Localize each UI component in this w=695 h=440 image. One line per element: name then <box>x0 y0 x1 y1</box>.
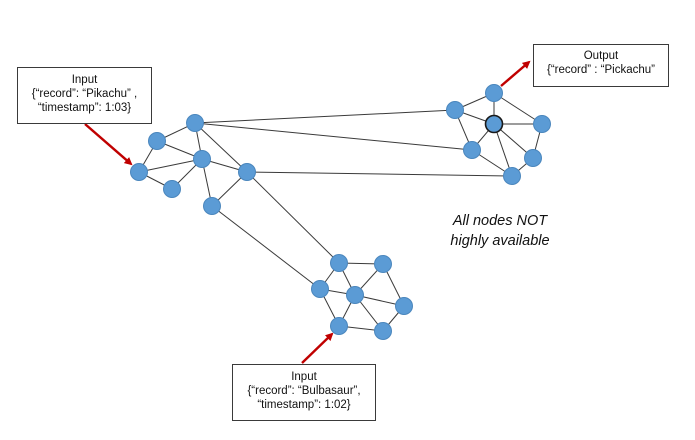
node <box>395 297 413 315</box>
input-timestamp-line: “timestamp”: 1:03} <box>37 102 132 114</box>
node <box>330 254 348 272</box>
availability-annotation: All nodes NOT highly available <box>420 211 580 251</box>
edge <box>194 109 456 124</box>
node-highlighted <box>484 114 504 134</box>
node <box>503 167 521 185</box>
input-box-bottom: Input {“record”: “Bulbasaur”, “timestamp… <box>232 364 376 421</box>
node <box>311 280 329 298</box>
input-arrow-bottom <box>301 332 334 364</box>
input-record-line: {“record”: “Pikachu” , <box>31 88 138 100</box>
output-title: Output <box>583 50 619 62</box>
edge <box>194 122 473 151</box>
node <box>374 255 392 273</box>
input-title: Input <box>71 74 98 86</box>
input-timestamp-line: “timestamp”: 1:02} <box>257 399 351 411</box>
node <box>203 197 221 215</box>
output-record-line: {“record” : “Pickachu” <box>546 64 655 76</box>
input-box-top: Input {“record”: “Pikachu” , “timestamp”… <box>17 67 152 124</box>
node <box>446 101 464 119</box>
nodes <box>130 84 551 340</box>
edge <box>246 171 340 264</box>
node <box>463 141 481 159</box>
node <box>524 149 542 167</box>
annotation-line-1: All nodes NOT <box>452 213 548 229</box>
input-arrow-top <box>84 123 133 166</box>
output-arrow <box>500 60 531 87</box>
output-box: Output {“record” : “Pickachu” <box>533 44 669 87</box>
node <box>485 84 503 102</box>
node <box>238 163 256 181</box>
edge <box>246 171 513 177</box>
node <box>193 150 211 168</box>
node <box>186 114 204 132</box>
node <box>163 180 181 198</box>
node <box>130 163 148 181</box>
input-record-line: {“record”: “Bulbasaur”, <box>247 385 361 397</box>
node <box>533 115 551 133</box>
node <box>374 322 392 340</box>
node <box>148 132 166 150</box>
node <box>330 317 348 335</box>
edge <box>211 205 321 290</box>
annotation-line-2: highly available <box>450 233 550 249</box>
edge <box>138 158 203 173</box>
edge <box>493 92 543 125</box>
arrows <box>84 60 531 364</box>
edge <box>194 122 248 173</box>
input-title: Input <box>291 371 317 383</box>
node <box>346 286 364 304</box>
